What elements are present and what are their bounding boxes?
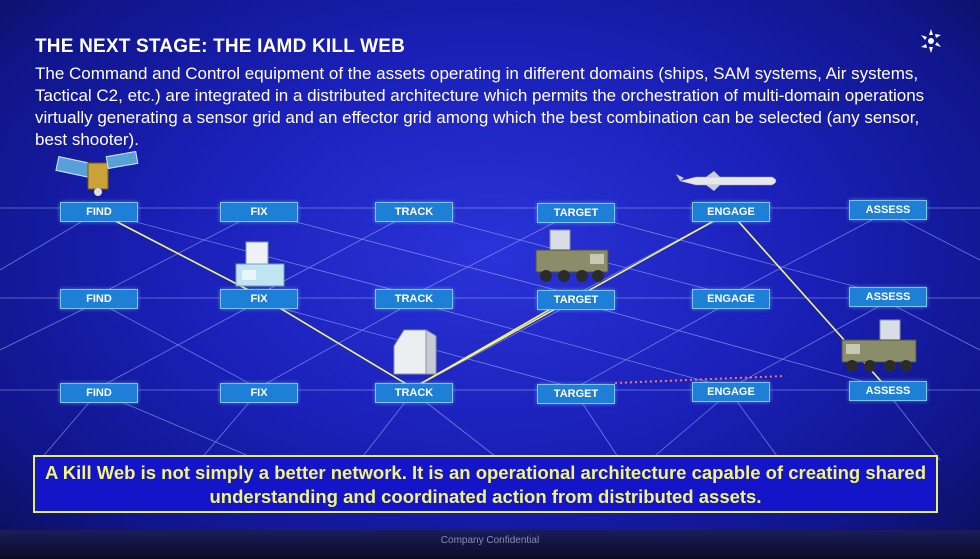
node-assess: ASSESS xyxy=(849,200,927,220)
node-assess: ASSESS xyxy=(849,381,927,401)
company-logo-icon xyxy=(921,29,941,53)
radar-shelter-icon xyxy=(393,329,437,375)
screen-bezel xyxy=(0,530,980,559)
confidentiality-footer: Company Confidential xyxy=(440,535,540,546)
node-find: FIND xyxy=(60,383,138,403)
node-track: TRACK xyxy=(375,202,453,222)
node-track: TRACK xyxy=(375,289,453,309)
node-assess: ASSESS xyxy=(849,287,927,307)
node-engage: ENGAGE xyxy=(692,289,770,309)
node-target: TARGET xyxy=(537,290,615,310)
node-target: TARGET xyxy=(537,203,615,223)
node-engage: ENGAGE xyxy=(692,202,770,222)
node-fix: FIX xyxy=(220,289,298,309)
node-target: TARGET xyxy=(537,384,615,404)
radar-truck-icon xyxy=(841,319,917,372)
node-fix: FIX xyxy=(220,383,298,403)
kill-web-network xyxy=(0,207,980,460)
slide-description: The Command and Control equipment of the… xyxy=(35,64,925,149)
node-find: FIND xyxy=(60,202,138,222)
satellite-icon xyxy=(55,150,139,196)
node-track: TRACK xyxy=(375,383,453,403)
node-find: FIND xyxy=(60,289,138,309)
radar-truck-icon xyxy=(535,229,609,282)
node-engage: ENGAGE xyxy=(692,382,770,402)
key-message-callout: A Kill Web is not simply a better networ… xyxy=(33,455,938,513)
slide-title: THE NEXT STAGE: THE IAMD KILL WEB xyxy=(35,36,406,57)
node-fix: FIX xyxy=(220,202,298,222)
radar-shelter-icon xyxy=(235,241,285,287)
cruise-missile-icon xyxy=(676,171,777,191)
